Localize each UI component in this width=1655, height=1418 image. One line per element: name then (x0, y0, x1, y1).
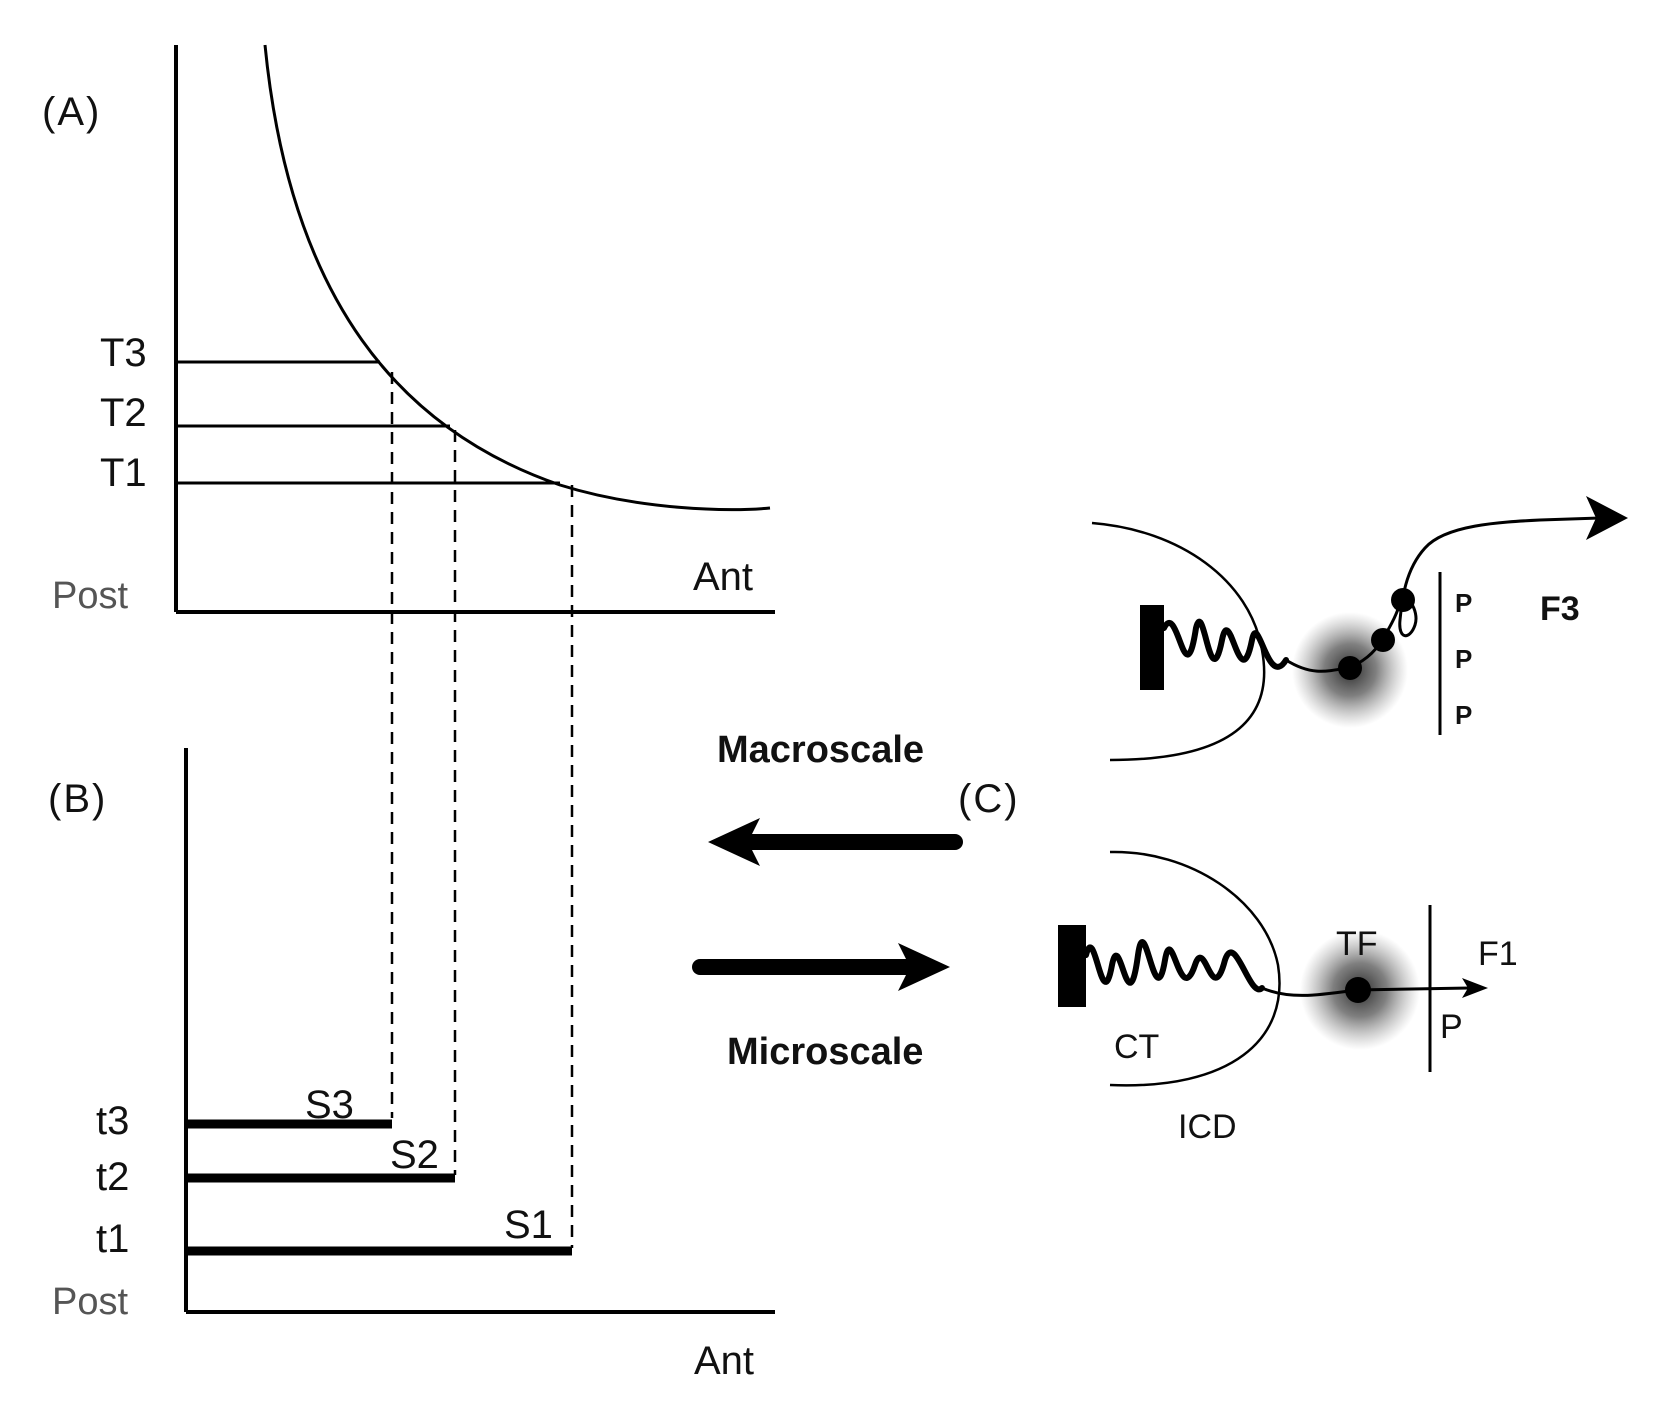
level-label-t3-lower: t3 (96, 1099, 129, 1143)
top-p-label-1: P (1455, 588, 1472, 618)
icd-label: ICD (1178, 1108, 1237, 1146)
panel-b-post-label: Post (52, 1281, 128, 1323)
panel-b-ant-label: Ant (694, 1339, 754, 1383)
panel-a: (A) T3 T2 T1 Post Ant (42, 44, 775, 617)
segment-label-s2: S2 (390, 1133, 439, 1177)
force-label-f1: F1 (1478, 935, 1518, 973)
panel-b: (B) t3 t2 t1 S3 S2 S1 Post Ant (48, 748, 775, 1383)
panel-a-label: (A) (42, 90, 101, 134)
level-label-t2-lower: t2 (96, 1155, 129, 1199)
segment-label-s3: S3 (305, 1083, 354, 1127)
top-bead-2 (1371, 628, 1395, 652)
top-anchor-block (1140, 605, 1164, 690)
projection-lines (390, 372, 574, 1248)
top-bead-3 (1391, 588, 1415, 612)
panel-a-ant-label: Ant (693, 555, 753, 599)
bottom-bead (1345, 977, 1371, 1003)
top-p-label-2: P (1455, 644, 1472, 674)
macroscale-arrow-icon (708, 818, 963, 866)
level-label-t1-lower: t1 (96, 1217, 129, 1261)
panel-a-post-label: Post (52, 575, 128, 617)
tf-label: TF (1336, 925, 1378, 963)
gradient-curve (263, 44, 771, 512)
bottom-force-arrow-icon (1462, 978, 1488, 998)
bottom-anchor-block (1058, 925, 1086, 1007)
bottom-cell-membrane (1109, 850, 1281, 1087)
top-p-label-3: P (1455, 700, 1472, 730)
scale-arrows: Macroscale Microscale (692, 729, 963, 1073)
microscale-arrow-icon (692, 943, 950, 991)
panel-b-label: (B) (48, 777, 107, 821)
level-label-t3: T3 (100, 331, 147, 375)
panel-c-label: (C) (958, 777, 1020, 821)
segment-label-s1: S1 (504, 1203, 553, 1247)
top-bead-1 (1338, 656, 1362, 680)
top-schematic: P P P F3 (1091, 496, 1628, 762)
bottom-coiled-chain (1083, 939, 1265, 993)
top-coiled-chain (1161, 618, 1289, 670)
p-label: P (1440, 1008, 1463, 1046)
level-label-t1: T1 (100, 451, 147, 495)
microscale-label: Microscale (727, 1031, 923, 1073)
top-force-arrow-icon (1586, 496, 1628, 540)
bottom-schematic: TF F1 P CT ICD (1058, 850, 1518, 1146)
ct-label: CT (1114, 1028, 1159, 1066)
force-label-f3: F3 (1540, 590, 1580, 628)
panel-c: (C) P P P F3 TF (958, 496, 1628, 1146)
macroscale-label: Macroscale (717, 729, 924, 771)
level-label-t2: T2 (100, 391, 147, 435)
